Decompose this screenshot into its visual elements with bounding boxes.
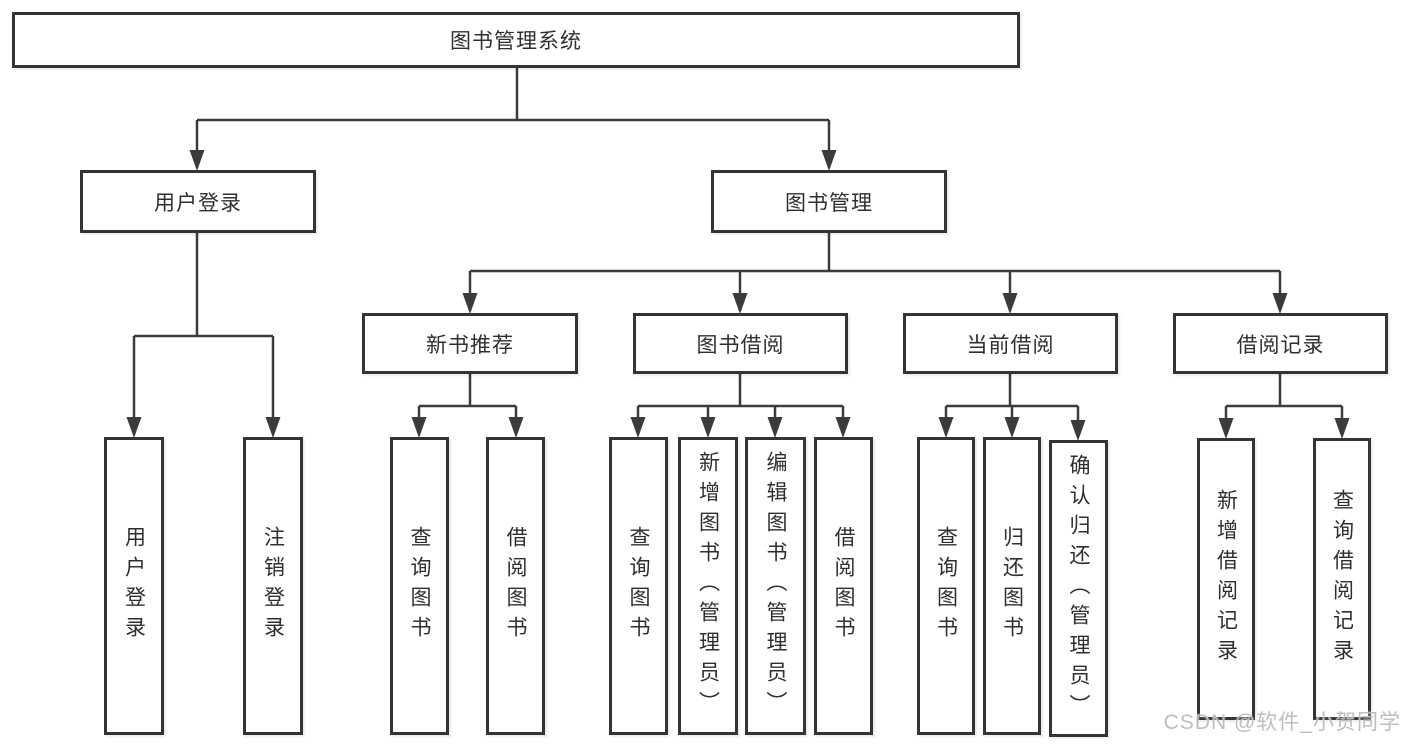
node-borrowing-records: 借阅记录 [1173, 313, 1388, 374]
leaf-borrow-books-borrowing: 借阅图书 [814, 437, 873, 735]
leaf-add-borrow-record: 新增借阅记录 [1197, 438, 1255, 720]
leaf-query-borrow-record: 查询借阅记录 [1313, 438, 1371, 720]
csdn-watermark: CSDN @软件_小贺同学 [1163, 711, 1401, 734]
leaf-borrow-books-recommend: 借阅图书 [486, 437, 545, 735]
node-book-borrowing: 图书借阅 [633, 313, 848, 374]
leaf-edit-book-admin: 编辑图书（管理员） [745, 437, 806, 735]
node-library-system: 图书管理系统 [12, 12, 1020, 68]
leaf-return-books: 归还图书 [983, 437, 1041, 735]
leaf-user-login: 用户登录 [104, 437, 164, 735]
node-new-book-recommend: 新书推荐 [362, 313, 578, 374]
node-current-borrowing: 当前借阅 [903, 313, 1118, 374]
leaf-query-books-current: 查询图书 [917, 437, 975, 735]
leaf-query-books-borrowing: 查询图书 [609, 437, 668, 735]
leaf-logout: 注销登录 [243, 437, 303, 735]
node-book-management: 图书管理 [711, 170, 947, 233]
leaf-confirm-return-admin: 确认归还（管理员） [1049, 440, 1108, 737]
leaf-query-books-recommend: 查询图书 [390, 437, 449, 735]
node-user-login: 用户登录 [80, 170, 316, 233]
leaf-add-book-admin: 新增图书（管理员） [678, 437, 738, 735]
